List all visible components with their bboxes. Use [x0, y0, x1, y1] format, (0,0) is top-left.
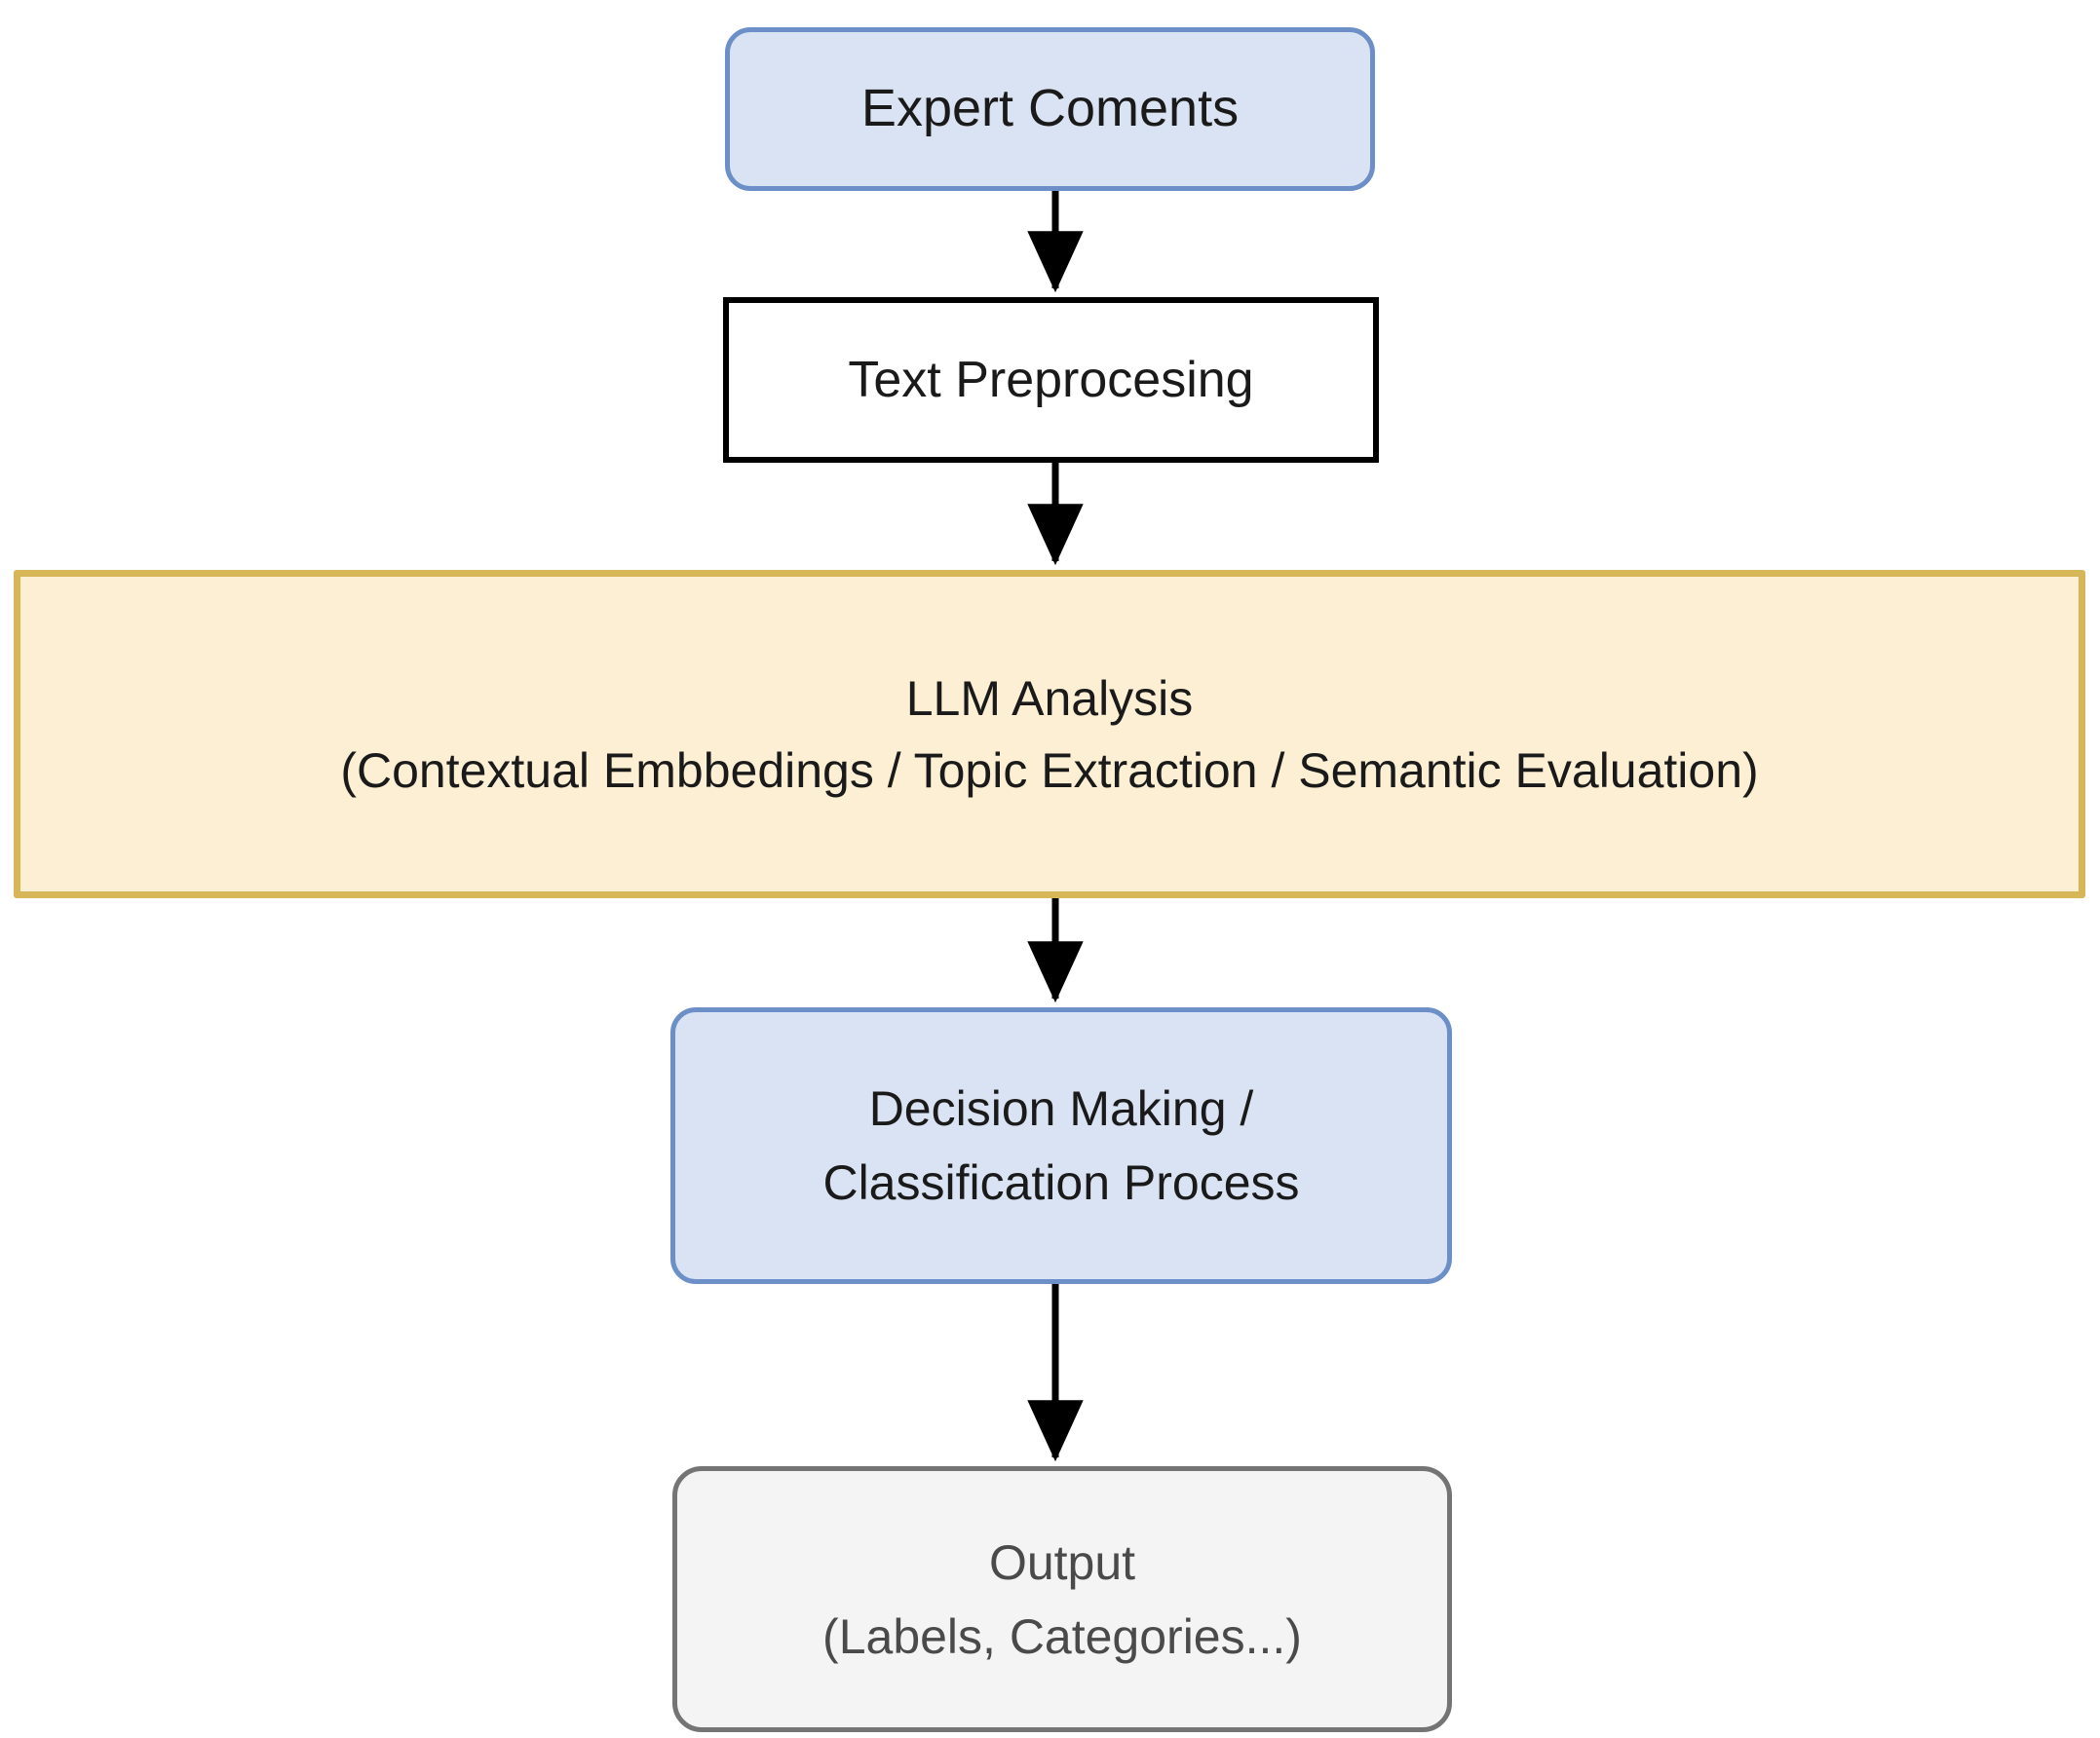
- node-llm-analysis-subtitle: (Contextual Embbedings / Topic Extractio…: [340, 742, 1759, 798]
- node-llm-analysis-title: LLM Analysis: [905, 670, 1194, 726]
- node-output-title: Output: [988, 1534, 1136, 1590]
- node-output-subtitle: (Labels, Categories...): [822, 1608, 1302, 1664]
- node-expert-comments-label: Expert Coments: [860, 79, 1240, 138]
- node-text-preprocessing-label: Text Preprocesing: [848, 351, 1254, 408]
- node-decision-making-line2: Classification Process: [822, 1155, 1300, 1210]
- node-decision-making[interactable]: Decision Making / Classification Process: [670, 1007, 1452, 1284]
- node-expert-comments[interactable]: Expert Coments: [725, 27, 1375, 191]
- node-text-preprocessing[interactable]: Text Preprocesing: [723, 297, 1379, 463]
- node-output[interactable]: Output (Labels, Categories...): [672, 1466, 1452, 1732]
- node-llm-analysis[interactable]: LLM Analysis (Contextual Embbedings / To…: [14, 570, 2085, 898]
- node-decision-making-line1: Decision Making /: [868, 1081, 1254, 1136]
